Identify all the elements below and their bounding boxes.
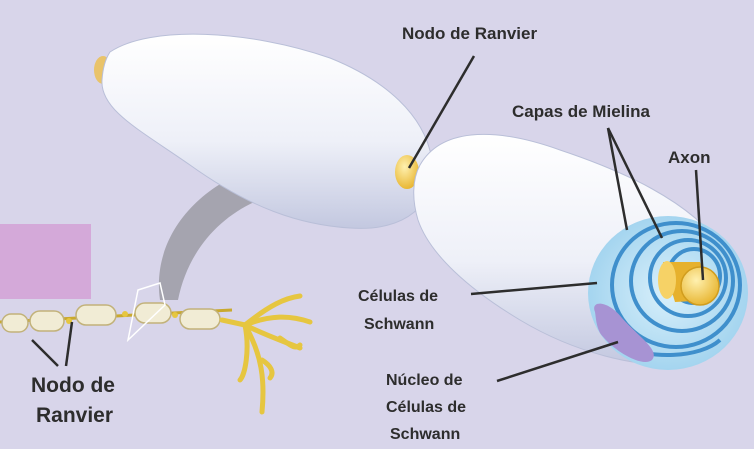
label-nucleo-line3: Schwann — [390, 426, 460, 443]
label-capas-mielina: Capas de Mielina — [512, 102, 650, 121]
axon-terminals — [219, 293, 313, 415]
label-nucleo-line1: Núcleo de — [386, 372, 463, 389]
neuron-overview — [0, 282, 313, 415]
schwann-nucleus — [594, 303, 654, 362]
label-nodo-ranvier-left-line1: Nodo de — [31, 374, 115, 397]
label-placeholder-box — [0, 224, 91, 299]
label-axon: Axon — [668, 148, 711, 167]
label-nodo-ranvier-top: Nodo de Ranvier — [402, 24, 537, 43]
axon — [658, 261, 720, 306]
label-nodo-ranvier-left-line2: Ranvier — [36, 404, 113, 427]
myelin-cross-section — [588, 216, 748, 370]
label-nucleo-line2: Células de — [386, 399, 466, 416]
myelin-segment-left — [94, 33, 434, 229]
label-celulas-schwann-line1: Células de — [358, 288, 438, 305]
label-celulas-schwann-line2: Schwann — [364, 316, 434, 333]
leader-lines — [31, 55, 705, 383]
